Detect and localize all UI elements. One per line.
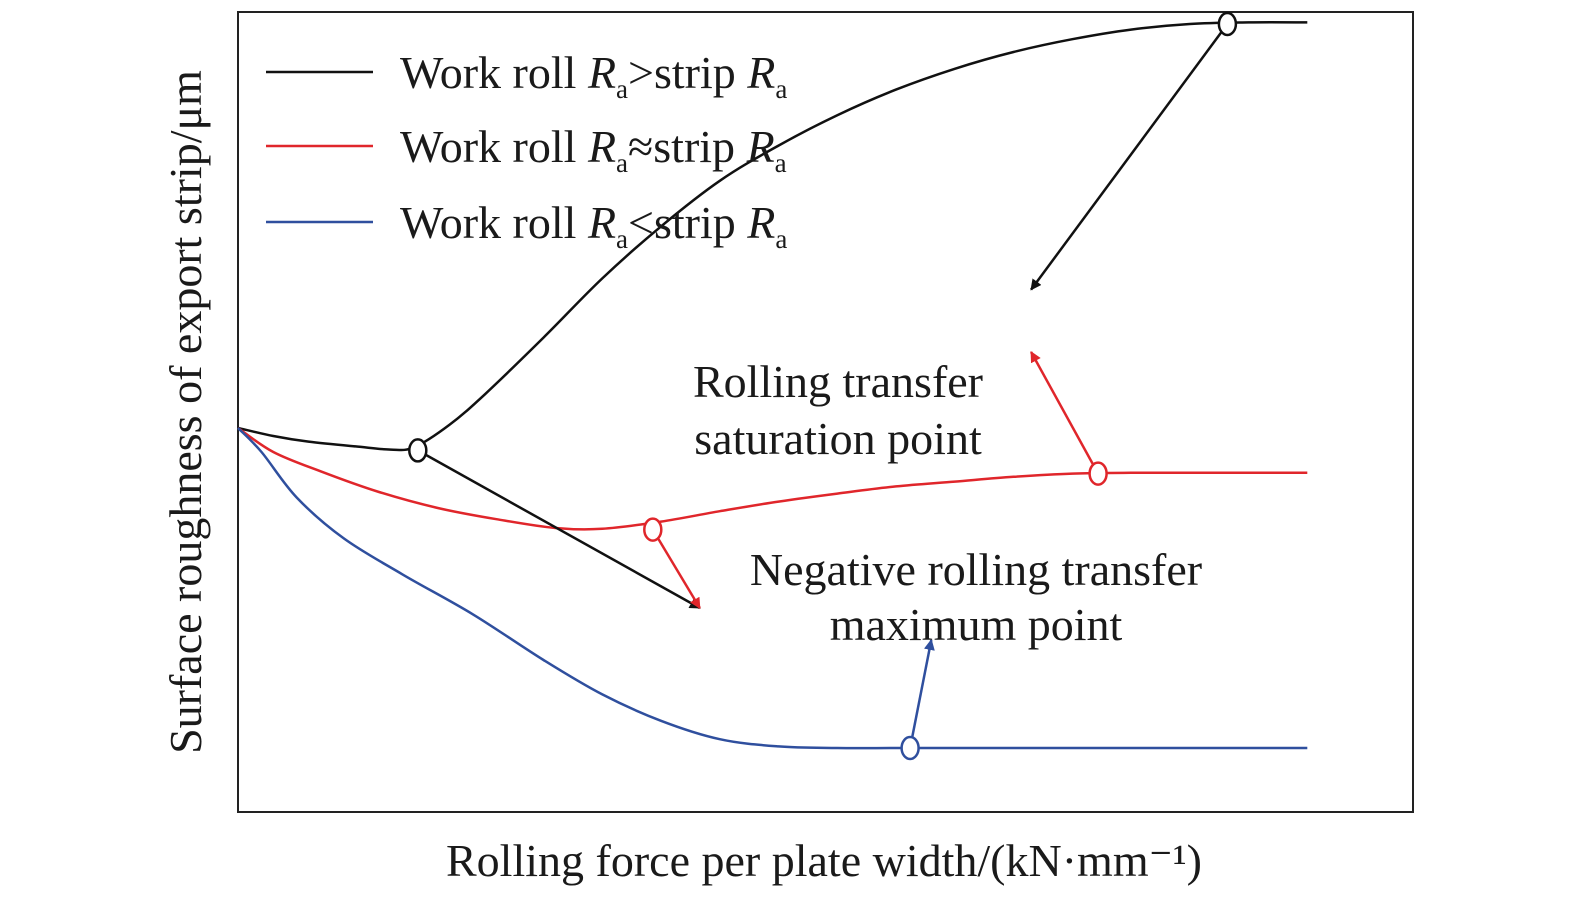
annotation-arrow-black-1 — [417, 449, 701, 610]
annotation-saturation-line-2: saturation point — [694, 413, 982, 464]
series-line-blue — [237, 427, 1308, 750]
arrow-layer — [417, 23, 1229, 749]
legend: Work roll Ra>strip Ra Work roll Ra≈strip… — [266, 47, 787, 254]
annotation-arrow-red-2 — [1030, 351, 1100, 475]
marker-layer — [408, 11, 1238, 761]
annotation-negative-line-1: Negative rolling transfer — [750, 544, 1202, 595]
plot-frame — [237, 11, 1414, 813]
legend-label-red: Work roll Ra≈strip Ra — [400, 121, 787, 178]
series-line-red — [237, 426, 1308, 531]
annotation-negative-maximum-point: Negative rolling transfer maximum point — [750, 544, 1202, 650]
legend-label-black: Work roll Ra>strip Ra — [400, 47, 787, 104]
annotation-saturation-line-1: Rolling transfer — [693, 356, 983, 407]
series-line-black — [237, 21, 1308, 452]
point-marker-red-2 — [643, 517, 663, 542]
annotation-saturation-point: Rolling transfer saturation point — [693, 356, 983, 464]
point-marker-blue-4 — [900, 735, 920, 761]
x-axis-label: Rolling force per plate width/(kN·mm⁻¹) — [446, 835, 1202, 886]
point-marker-black-1 — [1217, 11, 1238, 37]
point-marker-black-0 — [408, 438, 428, 463]
series-layer — [237, 21, 1308, 750]
annotation-arrow-blue-4 — [908, 638, 935, 749]
legend-label-blue: Work roll Ra<strip Ra — [400, 197, 787, 254]
annotation-arrow-black-0 — [1030, 23, 1229, 291]
y-axis-label: Surface roughness of export strip/μm — [160, 70, 211, 754]
point-marker-red-3 — [1088, 461, 1108, 486]
annotation-arrow-red-3 — [651, 528, 701, 609]
annotation-negative-line-2: maximum point — [830, 599, 1123, 650]
